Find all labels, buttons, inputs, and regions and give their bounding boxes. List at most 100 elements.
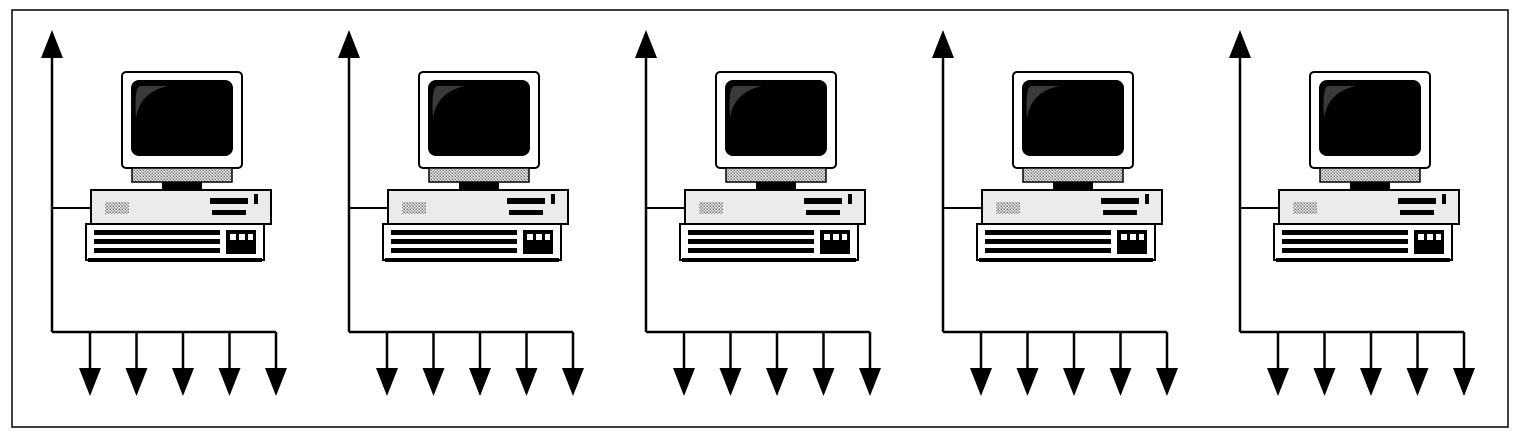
keyboard-numpad: [226, 230, 256, 254]
monitor-screen: [131, 80, 233, 156]
keyboard-key-row: [1282, 239, 1408, 244]
system-unit-label: [1293, 202, 1317, 214]
monitor-base: [131, 167, 233, 183]
keyboard-key-row: [985, 230, 1111, 235]
monitor-screen: [428, 80, 530, 156]
output-arrow: [719, 368, 742, 396]
monitor-neck: [459, 182, 499, 190]
station-3: [635, 30, 881, 396]
power-switch: [254, 194, 258, 204]
output-arrow: [376, 368, 398, 396]
keyboard-numpad: [820, 230, 850, 254]
monitor-neck: [1350, 182, 1390, 190]
output-arrow: [766, 368, 788, 396]
output-arrow: [673, 368, 695, 396]
keyboard-key-row: [688, 230, 814, 235]
numpad-key: [230, 234, 236, 240]
numpad-key: [545, 234, 550, 240]
uplink-arrow: [635, 30, 657, 58]
keyboard-key-row: [391, 248, 517, 253]
output-arrow: [218, 368, 241, 396]
uplink-arrow: [41, 30, 63, 58]
monitor-base: [428, 167, 530, 183]
keyboard-edge: [979, 258, 1153, 262]
station-1: [41, 30, 287, 396]
desktop-computer-icon: [1273, 71, 1460, 262]
monitor-screen: [1319, 80, 1421, 156]
monitor-screen: [1022, 80, 1124, 156]
output-arrow: [1063, 368, 1085, 396]
monitor-screen: [725, 80, 827, 156]
keyboard-key-row: [94, 239, 220, 244]
output-arrow: [1109, 368, 1132, 396]
uplink-arrow: [338, 30, 360, 58]
output-arrow: [422, 368, 445, 396]
numpad-key: [1427, 234, 1433, 240]
screen-glare: [432, 86, 465, 118]
output-arrow: [859, 368, 881, 396]
uplink-arrow: [932, 30, 954, 58]
output-arrow: [515, 368, 538, 396]
output-arrow: [172, 368, 194, 396]
system-unit-label: [402, 202, 426, 214]
keyboard-numpad: [1117, 230, 1147, 254]
output-arrow: [1156, 368, 1178, 396]
keyboard-key-row: [391, 230, 517, 235]
station-2: [338, 30, 584, 396]
floppy-drive-1: [1101, 198, 1139, 204]
power-switch: [1442, 194, 1446, 204]
monitor-neck: [162, 182, 202, 190]
power-switch: [1145, 194, 1149, 204]
floppy-drive-2: [509, 210, 543, 215]
screen-glare: [729, 86, 762, 118]
numpad-key: [833, 234, 839, 240]
monitor-base: [1022, 167, 1124, 183]
numpad-key: [1121, 234, 1127, 240]
floppy-drive-2: [1400, 210, 1434, 215]
monitor-neck: [1053, 182, 1093, 190]
floppy-drive-2: [806, 210, 840, 215]
output-arrow: [812, 368, 835, 396]
output-arrow: [125, 368, 148, 396]
output-arrow: [1267, 368, 1289, 396]
system-unit-label: [105, 202, 129, 214]
screen-glare: [1323, 86, 1356, 118]
keyboard-key-row: [688, 239, 814, 244]
station-5: [1229, 30, 1475, 396]
keyboard-key-row: [1282, 248, 1408, 253]
floppy-drive-2: [212, 210, 246, 215]
stations-group: [41, 30, 1475, 396]
keyboard-key-row: [688, 248, 814, 253]
output-arrow: [562, 368, 584, 396]
output-arrow: [265, 368, 287, 396]
desktop-computer-icon: [382, 71, 569, 262]
numpad-key: [527, 234, 533, 240]
output-arrow: [1406, 368, 1429, 396]
power-switch: [551, 194, 555, 204]
floppy-drive-1: [210, 198, 248, 204]
screen-glare: [1026, 86, 1059, 118]
output-arrow: [970, 368, 992, 396]
screen-glare: [135, 86, 168, 118]
numpad-key: [824, 234, 830, 240]
desktop-computer-icon: [679, 71, 866, 262]
floppy-drive-1: [507, 198, 545, 204]
diagram-frame: [11, 9, 1509, 428]
floppy-drive-1: [1398, 198, 1436, 204]
numpad-key: [1436, 234, 1441, 240]
keyboard-edge: [682, 258, 856, 262]
keyboard-key-row: [985, 239, 1111, 244]
keyboard-edge: [88, 258, 262, 262]
keyboard-key-row: [985, 248, 1111, 253]
numpad-key: [536, 234, 542, 240]
output-arrow: [469, 368, 491, 396]
output-arrow: [1313, 368, 1336, 396]
station-4: [932, 30, 1178, 396]
numpad-key: [1139, 234, 1144, 240]
numpad-key: [239, 234, 245, 240]
output-arrow: [1016, 368, 1039, 396]
power-switch: [848, 194, 852, 204]
system-unit-label: [699, 202, 723, 214]
